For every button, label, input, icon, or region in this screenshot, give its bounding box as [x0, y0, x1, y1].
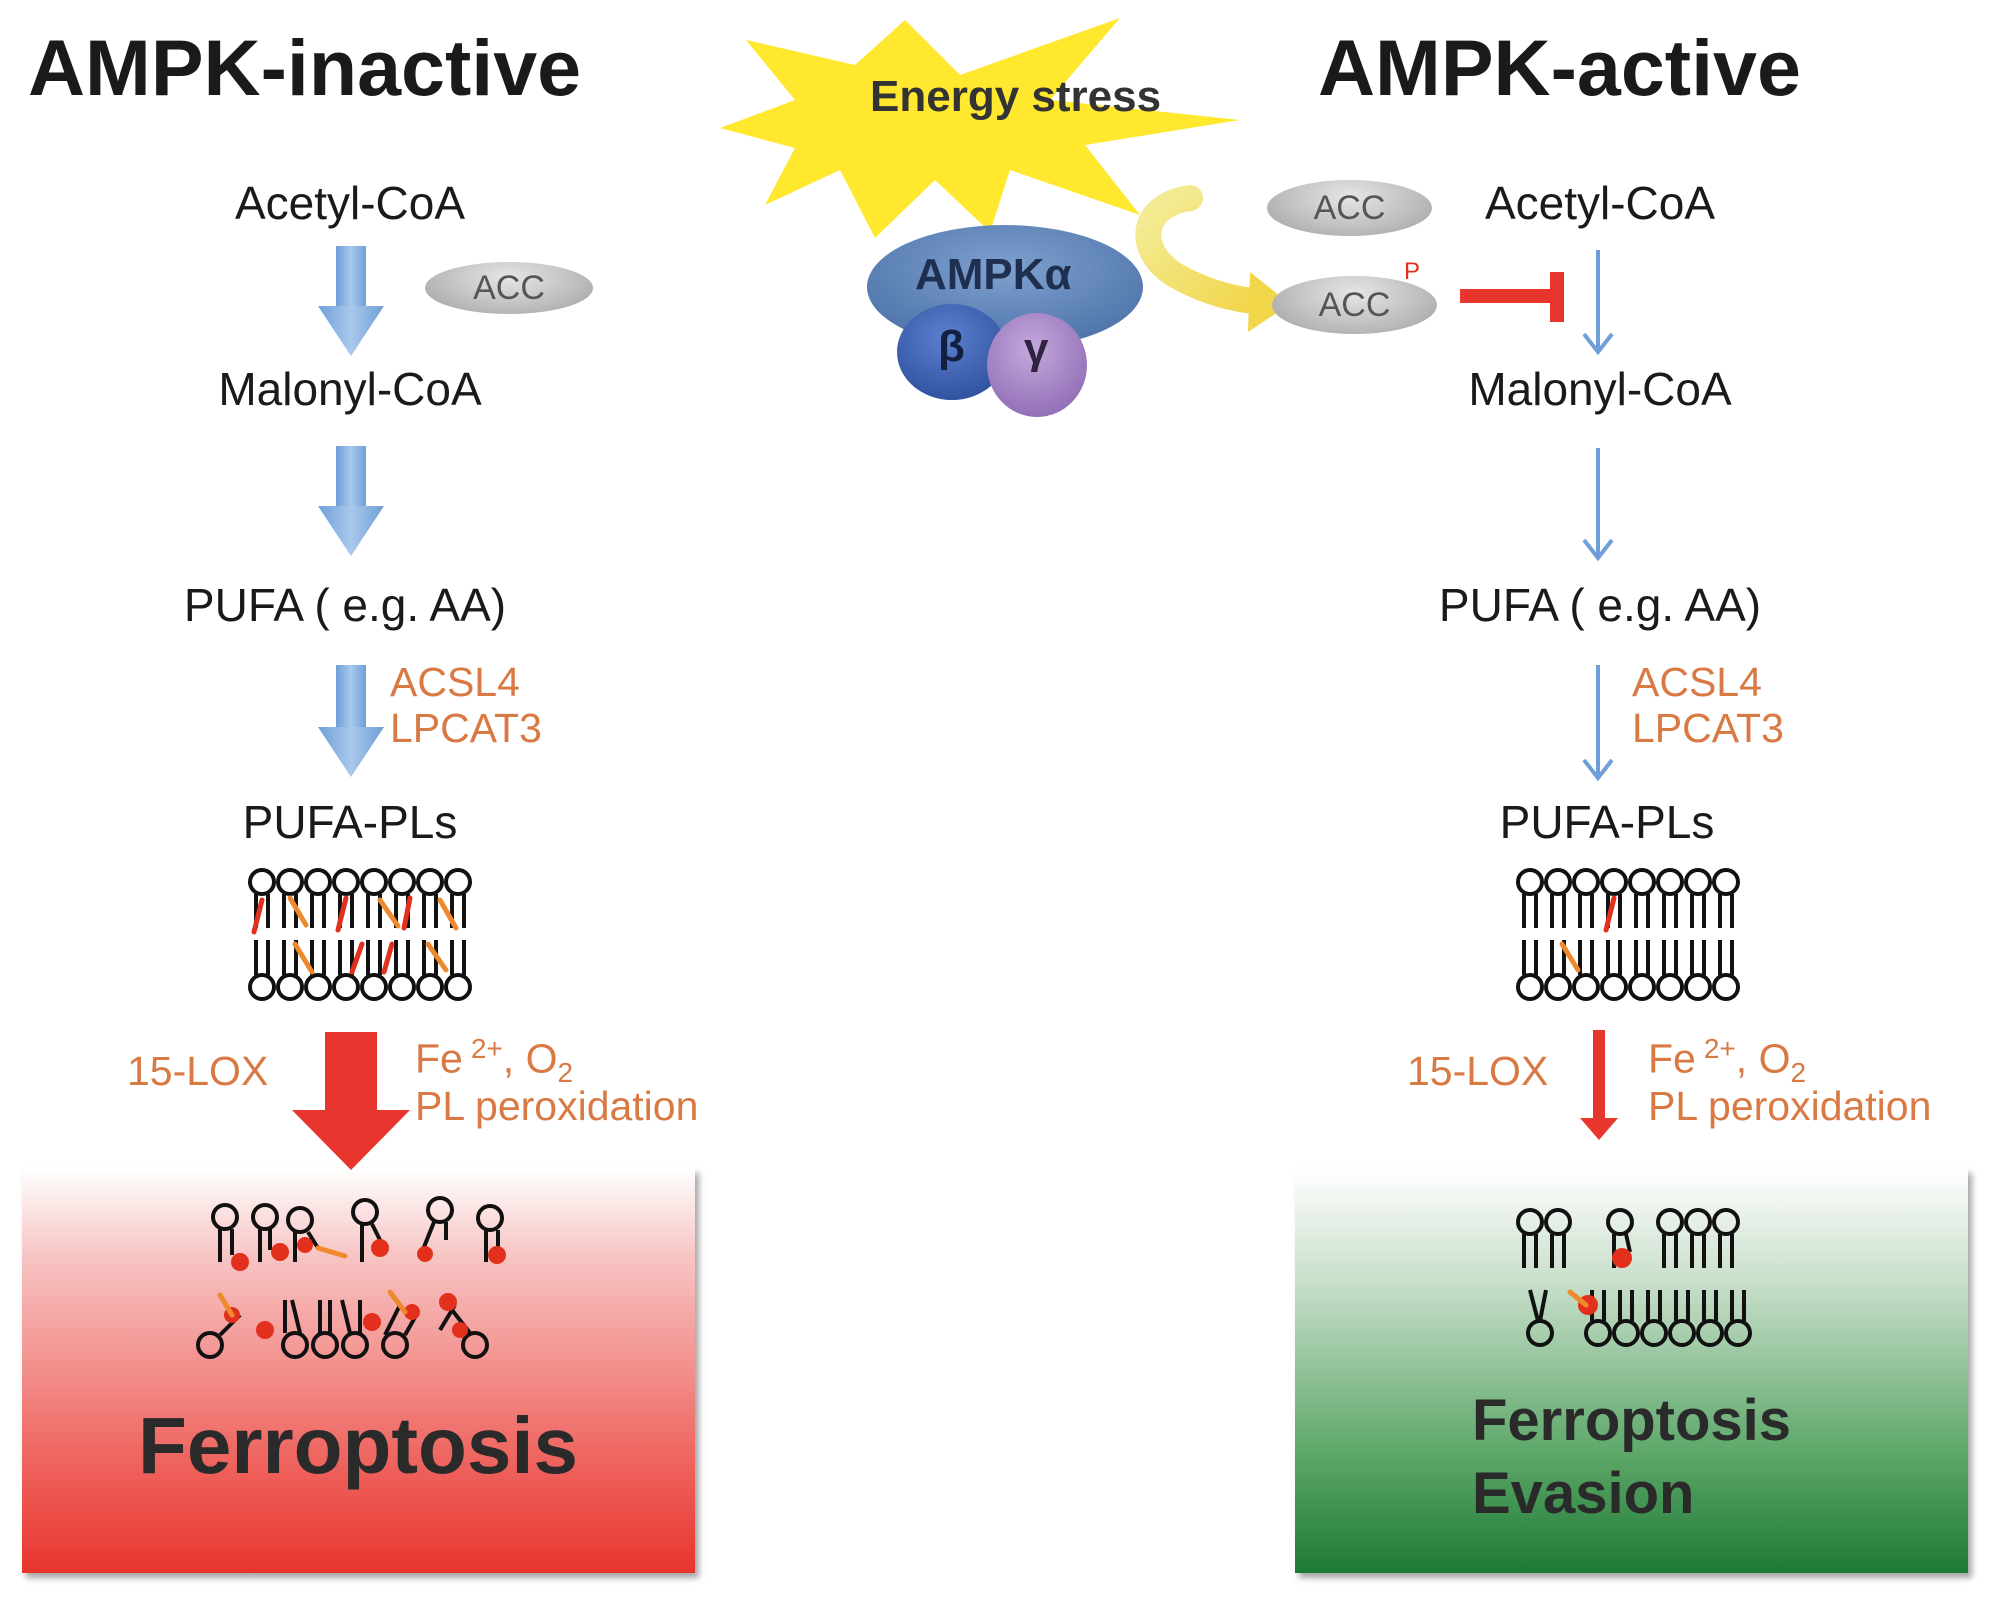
left-acetyl-coa-label: Acetyl-CoA	[234, 177, 466, 229]
left-red-arrow	[292, 1032, 410, 1170]
right-resistant-membrane	[1516, 1208, 1752, 1347]
left-acc-pill: ACC	[425, 262, 593, 314]
energy-stress-label: Energy stress	[870, 72, 1162, 121]
right-title: AMPK-active	[1318, 23, 1801, 112]
left-acsl4-label: ACSL4	[390, 659, 520, 705]
left-membrane-bilayer	[248, 868, 472, 1001]
left-pufa-label: PUFA ( e.g. AA)	[183, 579, 507, 631]
phospho-mark: P	[1404, 258, 1421, 285]
right-red-arrow	[1580, 1030, 1618, 1140]
right-membrane-bilayer	[1516, 868, 1740, 1001]
phospho-acc-label: ACC	[1318, 285, 1391, 324]
right-pufa-label: PUFA ( e.g. AA)	[1438, 579, 1762, 631]
phosphorylation-arrowhead	[1248, 272, 1290, 332]
right-lpcat3-label: LPCAT3	[1632, 704, 1784, 751]
right-fe-text: Fe	[1648, 1035, 1696, 1082]
left-lipid-peroxide-marks	[224, 1237, 506, 1339]
right-outcome-line1: Ferroptosis	[1472, 1388, 1792, 1453]
left-pl-peroxidation-label: PL peroxidation	[415, 1083, 699, 1129]
right-peroxide-tail	[1567, 1289, 1589, 1308]
left-15-lox-label: 15-LOX	[127, 1048, 269, 1094]
center-acc-pill: ACC	[1267, 180, 1432, 236]
left-outcome-label: Ferroptosis	[137, 1401, 579, 1490]
left-peroxide-tails	[217, 1245, 408, 1318]
right-arrow-3	[1582, 665, 1614, 782]
left-pufa-pls-label: PUFA-PLs	[242, 796, 458, 848]
right-o2-subscript: 2	[1790, 1056, 1807, 1088]
left-acc-label: ACC	[473, 268, 545, 307]
right-pl-peroxidation-label: PL peroxidation	[1648, 1083, 1932, 1129]
right-outcome-label: Ferroptosis Evasion	[1472, 1385, 1791, 1530]
center-acc-label: ACC	[1313, 188, 1386, 227]
phosphorylation-arc	[1135, 185, 1275, 315]
right-membrane-pufa-chains	[1559, 895, 1617, 973]
right-outcome-line2: Evasion	[1472, 1460, 1695, 1526]
right-acetyl-coa-label: Acetyl-CoA	[1484, 177, 1716, 229]
right-15-lox-label: 15-LOX	[1407, 1048, 1549, 1094]
left-o2-subscript: 2	[557, 1056, 574, 1088]
left-malonyl-coa-label: Malonyl-CoA	[218, 363, 482, 415]
left-arrow-1	[318, 246, 384, 356]
left-damaged-membrane	[196, 1196, 504, 1359]
energy-stress-burst	[720, 18, 1240, 238]
left-arrow-2	[318, 446, 384, 556]
left-title: AMPK-inactive	[28, 23, 582, 112]
right-arrow-2	[1582, 448, 1614, 562]
left-enzymes: ACSL4 LPCAT3	[390, 659, 542, 752]
right-outcome-box	[1295, 1168, 1968, 1573]
left-fe-text: Fe	[415, 1035, 463, 1082]
right-acsl4-label: ACSL4	[1632, 659, 1762, 705]
phospho-acc-pill: ACC	[1272, 276, 1437, 334]
left-membrane-pufa-chains	[251, 895, 459, 975]
left-arrow-3	[318, 665, 384, 777]
ampk-alpha-label: AMPKα	[915, 250, 1072, 299]
left-lpcat3-label: LPCAT3	[390, 704, 542, 751]
ampk-beta-subunit	[897, 304, 1007, 400]
ampk-gamma-subunit	[987, 313, 1087, 417]
left-outcome-box	[22, 1168, 695, 1573]
right-o-text: , O	[1735, 1035, 1791, 1082]
right-malonyl-coa-label: Malonyl-CoA	[1468, 363, 1732, 415]
ampk-gamma-label: γ	[1024, 324, 1049, 373]
left-fe-charge: 2+	[470, 1033, 503, 1064]
right-pufa-pls-label: PUFA-PLs	[1499, 796, 1715, 848]
left-o-text: , O	[502, 1035, 558, 1082]
ampk-beta-label: β	[938, 322, 965, 371]
right-enzymes: ACSL4 LPCAT3	[1632, 659, 1784, 752]
right-arrow-1	[1582, 250, 1614, 356]
right-fe-charge: 2+	[1703, 1033, 1736, 1064]
